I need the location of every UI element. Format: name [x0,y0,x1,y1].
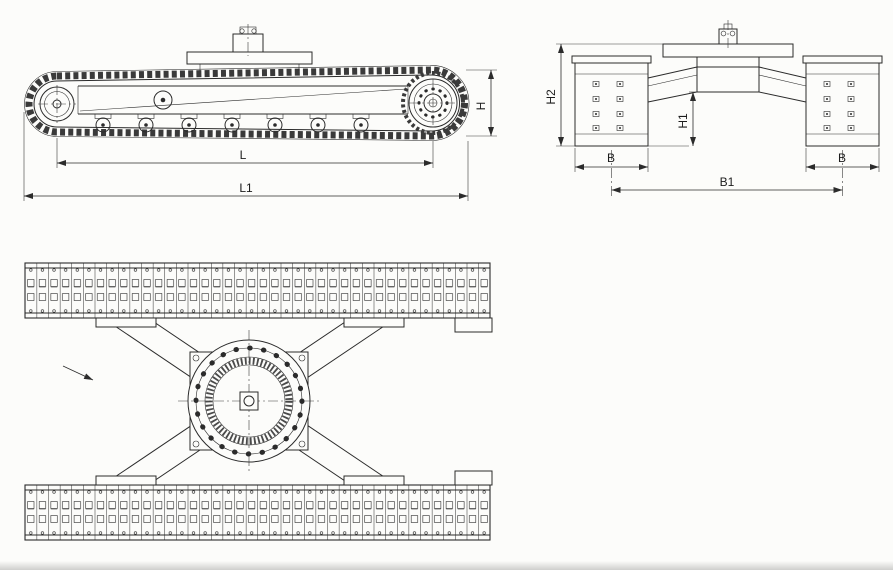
slewing-ring [178,330,320,472]
idler-wheel [38,85,76,123]
dim-label-H: H [474,102,488,111]
side-view: H L L1 [23,24,497,201]
plan-bottom-track [24,470,493,541]
dimension-H2: H2 [544,43,663,147]
centre-hub [239,391,259,411]
plan-view [24,262,493,541]
front-right-track [802,55,883,196]
leader-arrow [62,365,94,381]
dim-label-L: L [240,148,247,162]
front-centre-frame [647,20,807,103]
plan-bottom-track-end-block [454,470,493,486]
dimension-B1: B1 [611,175,843,193]
dim-label-B-right: B [838,151,846,165]
track-frame-side [77,85,409,115]
track-chain-links [25,66,468,140]
front-swivel [718,20,738,50]
dim-label-B1: B1 [720,175,735,189]
bottom-rollers [94,113,370,133]
dimension-H1: H1 [648,91,697,147]
dimension-H: H [466,69,497,137]
front-left-track [571,55,652,196]
track-chain-inner [33,74,460,132]
dim-label-H1: H1 [676,113,690,129]
dim-label-L1: L1 [239,181,253,195]
dimension-B-left: B [574,148,649,172]
dimension-L1: L1 [23,112,469,201]
front-view: H2 H1 B B B1 [544,20,883,196]
plan-top-track-end-block [454,317,493,333]
dim-label-H2: H2 [544,89,558,105]
rotary-joint [232,24,264,56]
drive-sprocket [401,71,465,135]
dim-label-B-left: B [607,151,615,165]
dimension-B-right: B [805,148,880,172]
plan-top-track [24,262,493,333]
track-chain-outer [24,65,470,141]
dimension-L: L [56,138,434,168]
carrier-roller [153,90,173,110]
